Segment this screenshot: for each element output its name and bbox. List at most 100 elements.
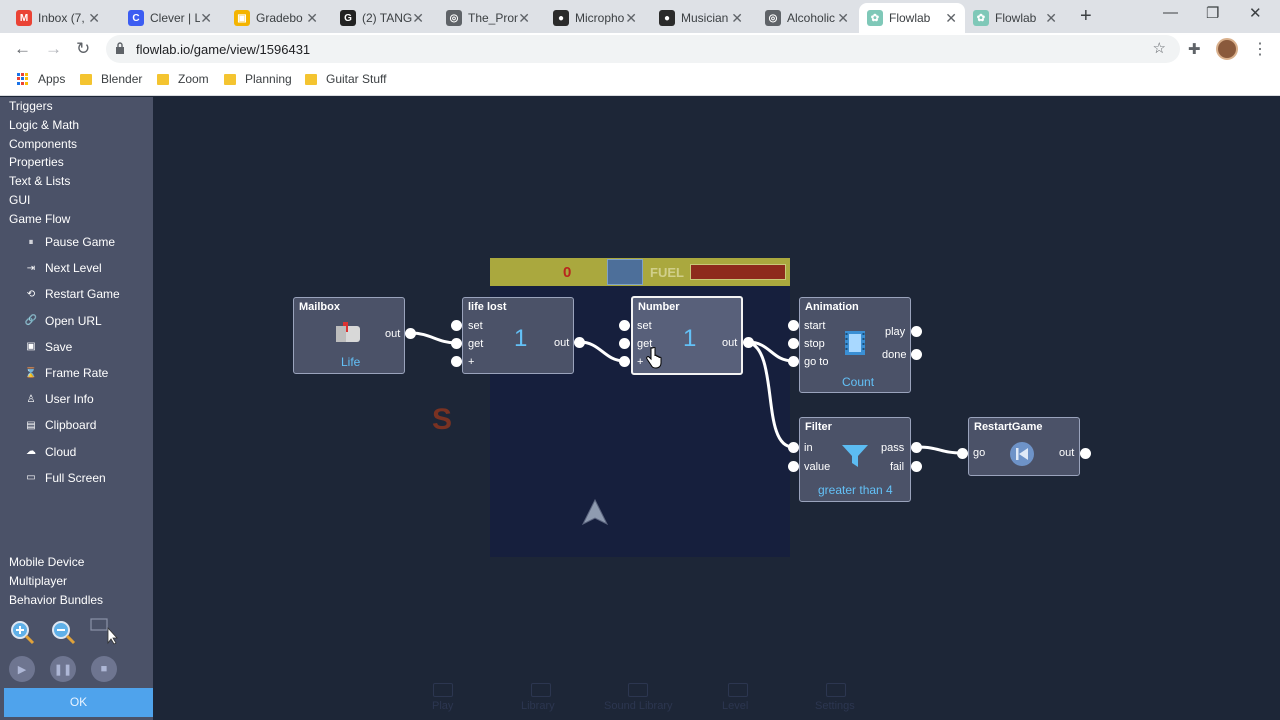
- number-get-port[interactable]: [619, 338, 630, 349]
- browser-tab[interactable]: G(2) TANG✕: [332, 3, 432, 33]
- browser-tab[interactable]: ◎Alcoholic✕: [757, 3, 857, 33]
- filter-fail-port[interactable]: [911, 461, 922, 472]
- tab-close-icon[interactable]: ✕: [88, 9, 100, 26]
- zoom-out-icon[interactable]: [50, 619, 76, 645]
- bookmark-apps[interactable]: Apps: [17, 72, 65, 86]
- restart-game-node[interactable]: RestartGame go out: [968, 417, 1080, 476]
- browser-tab[interactable]: ●Micropho✕: [545, 3, 645, 33]
- behavior-item-frame-rate[interactable]: ⌛Frame Rate: [24, 366, 109, 380]
- category-game-flow[interactable]: Game Flow: [9, 211, 71, 226]
- filter-pass-port[interactable]: [911, 442, 922, 453]
- pause-button[interactable]: ❚❚: [50, 656, 76, 682]
- behavior-item-restart-game[interactable]: ⟲Restart Game: [24, 287, 120, 301]
- behavior-item-pause-game[interactable]: ⏸Pause Game: [24, 235, 116, 249]
- mailbox-out-port[interactable]: [405, 328, 416, 339]
- menu-icon[interactable]: ⋮: [1252, 41, 1268, 58]
- animation-node[interactable]: Animation start stop go to play done Cou…: [799, 297, 911, 393]
- bookmark-star-icon[interactable]: ☆: [1152, 40, 1166, 57]
- category-mobile-device[interactable]: Mobile Device: [9, 555, 85, 569]
- bookmark-planning[interactable]: Planning: [224, 72, 292, 86]
- profile-avatar[interactable]: [1216, 38, 1238, 60]
- lifelost-get-port[interactable]: [451, 338, 462, 349]
- new-tab-button[interactable]: +: [1080, 5, 1092, 27]
- lifelost-out-port[interactable]: [574, 337, 585, 348]
- behavior-item-open-url[interactable]: 🔗Open URL: [24, 314, 102, 328]
- behavior-item-next-level[interactable]: ⇥Next Level: [24, 261, 102, 275]
- number-plus-port[interactable]: [619, 356, 630, 367]
- life-lost-node[interactable]: life lost set get + 1 out: [462, 297, 574, 374]
- gmail-icon: M: [16, 10, 32, 26]
- browser-tab[interactable]: ✿Flowlab✕: [965, 3, 1065, 33]
- tab-close-icon[interactable]: ✕: [945, 9, 957, 26]
- bookmark-blender[interactable]: Blender: [80, 72, 142, 86]
- reload-icon[interactable]: ↻: [76, 39, 91, 58]
- category-properties[interactable]: Properties: [9, 155, 64, 170]
- tab-close-icon[interactable]: ✕: [518, 9, 530, 26]
- bookmark-guitar-stuff[interactable]: Guitar Stuff: [305, 72, 386, 86]
- browser-tab[interactable]: ●Musician✕: [651, 3, 751, 33]
- zoom-in-icon[interactable]: [9, 619, 35, 645]
- ghost-play-label[interactable]: Play: [432, 700, 454, 712]
- number-set-port[interactable]: [619, 320, 630, 331]
- category-components[interactable]: Components: [9, 136, 78, 151]
- category-triggers[interactable]: Triggers: [9, 99, 53, 113]
- browser-tab[interactable]: ◎The_Pron✕: [438, 3, 538, 33]
- lifelost-set-port[interactable]: [451, 320, 462, 331]
- port-label-set: set: [468, 320, 483, 332]
- tab-close-icon[interactable]: ✕: [625, 9, 637, 26]
- behavior-item-cloud[interactable]: ☁Cloud: [24, 445, 76, 459]
- mailbox-node[interactable]: Mailbox out Life: [293, 297, 405, 374]
- category-gui[interactable]: GUI: [9, 193, 31, 207]
- animation-goto-port[interactable]: [788, 356, 799, 367]
- tab-close-icon[interactable]: ✕: [1045, 9, 1057, 26]
- category-behavior-bundles[interactable]: Behavior Bundles: [9, 592, 104, 607]
- tab-close-icon[interactable]: ✕: [731, 9, 743, 26]
- restore-button[interactable]: ❐: [1206, 5, 1220, 22]
- tab-close-icon[interactable]: ✕: [412, 9, 424, 26]
- address-bar[interactable]: flowlab.io/game/view/1596431 ☆: [106, 35, 1180, 63]
- behavior-item-user-info[interactable]: ♙User Info: [24, 392, 94, 406]
- behavior-item-save[interactable]: ▣Save: [24, 340, 72, 354]
- category-multiplayer[interactable]: Multiplayer: [9, 573, 68, 588]
- ghost-sound-label[interactable]: Sound Library: [604, 700, 673, 712]
- filter-value-port[interactable]: [788, 461, 799, 472]
- tab-title: Gradebo: [256, 11, 303, 25]
- play-button[interactable]: ▶: [9, 656, 35, 682]
- behavior-item-clipboard[interactable]: ▤Clipboard: [24, 418, 96, 432]
- node-title: Animation: [805, 301, 859, 313]
- filter-node[interactable]: Filter in value pass fail greater than 4: [799, 417, 911, 502]
- behavior-item-full-screen[interactable]: ▭Full Screen: [24, 471, 105, 485]
- port-label-get: get: [637, 338, 653, 350]
- minimize-button[interactable]: —: [1163, 4, 1178, 21]
- extensions-icon[interactable]: ✚: [1188, 41, 1201, 58]
- restart-go-port[interactable]: [957, 448, 968, 459]
- animation-stop-port[interactable]: [788, 338, 799, 349]
- close-window-button[interactable]: ✕: [1249, 5, 1262, 22]
- browser-tab[interactable]: ▣Gradebo✕: [226, 3, 326, 33]
- bookmark-zoom[interactable]: Zoom: [157, 72, 209, 86]
- stop-icon: ■: [100, 663, 108, 675]
- ok-button[interactable]: OK: [4, 688, 153, 717]
- category-text-lists[interactable]: Text & Lists: [9, 174, 71, 189]
- animation-start-port[interactable]: [788, 320, 799, 331]
- back-icon[interactable]: ←: [14, 39, 31, 58]
- tab-close-icon[interactable]: ✕: [306, 9, 318, 26]
- ghost-level-label[interactable]: Level: [722, 700, 749, 712]
- animation-done-port[interactable]: [911, 349, 922, 360]
- ghost-settings-label[interactable]: Settings: [815, 700, 855, 712]
- ghost-library-label[interactable]: Library: [521, 700, 555, 712]
- number-out-port[interactable]: [743, 337, 754, 348]
- filter-in-port[interactable]: [788, 442, 799, 453]
- restart-out-port[interactable]: [1080, 448, 1091, 459]
- stop-button[interactable]: ■: [91, 656, 117, 682]
- category-logic-math[interactable]: Logic & Math: [9, 117, 80, 132]
- tab-close-icon[interactable]: ✕: [837, 9, 849, 26]
- forward-icon[interactable]: →: [45, 39, 62, 58]
- animation-play-port[interactable]: [911, 326, 922, 337]
- browser-tab[interactable]: ✿Flowlab✕: [859, 3, 965, 33]
- lifelost-plus-port[interactable]: [451, 356, 462, 367]
- select-tool-icon[interactable]: [90, 617, 120, 645]
- tab-close-icon[interactable]: ✕: [200, 9, 212, 26]
